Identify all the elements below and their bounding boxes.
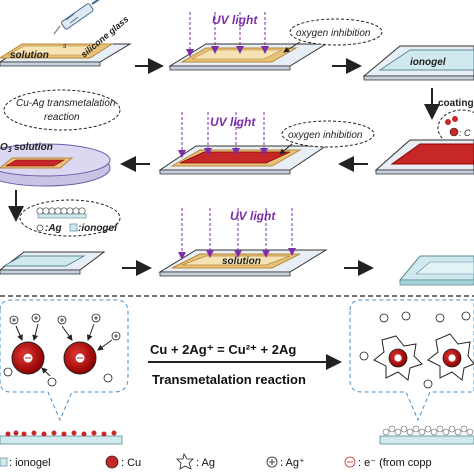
legend-bottom-ag: : Ag xyxy=(196,457,215,469)
legend-ionogel-swatch xyxy=(0,457,8,467)
legend-cu-swatch xyxy=(105,455,119,469)
step2-uv-curing: UV light oxygen inhibition xyxy=(168,12,383,71)
uv-light-label-3: UV light xyxy=(230,209,276,223)
legend-bottom-ionogel: : ionogel xyxy=(9,457,51,469)
step7-ag-ionogel xyxy=(0,251,106,275)
legend-bottom-ag-plus: : Ag⁺ xyxy=(280,457,305,469)
cu-ag-transmetalation-bubble xyxy=(3,89,121,131)
uv-light-label-2: UV light xyxy=(210,115,256,129)
solution-superscript: s xyxy=(63,43,67,50)
oxygen-inhibition-label-1: oxygen inhibition xyxy=(296,28,371,39)
ag-particles-row xyxy=(36,207,86,215)
transmetalation-label-2: reaction xyxy=(44,112,80,123)
legend-bottom-cu: : Cu xyxy=(121,457,141,469)
step3-ionogel: ionogel xyxy=(362,45,474,81)
mechanism-right-bubble xyxy=(349,299,474,422)
cu-partial-label: : C xyxy=(459,128,471,138)
ag-ionogel-legend-bubble: :Ag :ionogel xyxy=(19,199,121,237)
step8-uv-solution: UV light solution xyxy=(158,208,328,277)
step6-dish: Cu-Ag transmetalation reaction O3 soluti… xyxy=(0,89,121,187)
oxygen-inhibition-bubble-2 xyxy=(281,120,375,148)
step9-final xyxy=(398,255,474,286)
transmetalation-reaction-label: Transmetalation reaction xyxy=(152,372,306,387)
legend-bottom-electron: : e⁻ (from copp xyxy=(358,457,432,469)
oxygen-inhibition-bubble-1 xyxy=(289,18,383,46)
film-right xyxy=(379,425,474,445)
mechanism-left-bubble xyxy=(0,299,129,422)
step5-uv-cu: UV light oxygen inhibition xyxy=(158,112,375,175)
legend-ag-star-icon xyxy=(176,452,194,470)
ionogel-label-1: ionogel xyxy=(410,57,446,68)
legend-ionogel-label: :ionogel xyxy=(78,223,117,234)
ag-plus-icons xyxy=(3,313,121,387)
uv-light-label-1: UV light xyxy=(212,13,258,27)
solution-label-row1: solution xyxy=(10,50,49,61)
film-left xyxy=(0,430,123,445)
step4-cu-coated xyxy=(374,139,474,175)
coating-label: coating xyxy=(438,98,474,109)
solution-partial-label: O3 xyxy=(0,142,12,154)
cu-legend-bubble: : C xyxy=(437,109,474,147)
syringe-icon xyxy=(53,0,100,35)
legend-ag-label: :Ag xyxy=(45,223,62,234)
bottom-legend: : ionogel : Cu : Ag : Ag⁺ : e⁻ (from cop… xyxy=(0,452,432,470)
transmetalation-label-1: Cu-Ag transmetalation xyxy=(16,98,116,109)
solution-word-row2: solution xyxy=(14,142,53,153)
equation-text: Cu + 2Ag⁺ = Cu²⁺ + 2Ag xyxy=(150,342,296,357)
solution-label-row3: solution xyxy=(222,256,261,267)
oxygen-inhibition-label-2: oxygen inhibition xyxy=(288,130,363,141)
